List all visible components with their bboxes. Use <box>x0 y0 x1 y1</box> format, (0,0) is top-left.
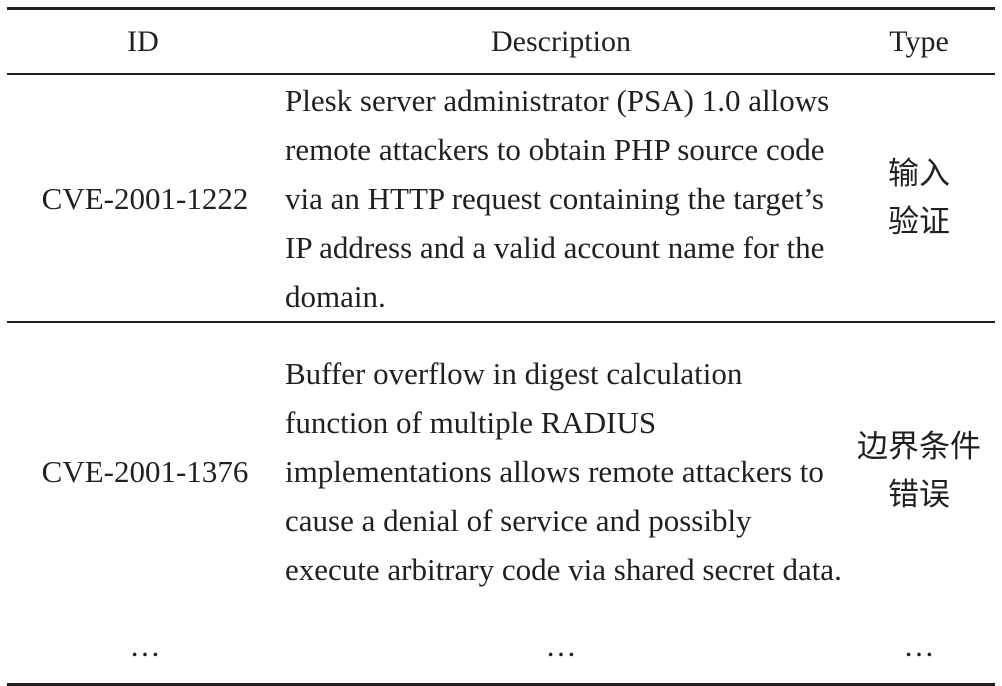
table-row: CVE-2001-1376 Buffer overflow in digest … <box>7 322 995 619</box>
table-header: ID Description Type <box>7 8 995 74</box>
type-text: 输入验证 <box>888 156 950 239</box>
table-row: … … … <box>7 619 995 685</box>
description-text: Plesk server administrator (PSA) 1.0 all… <box>285 82 830 314</box>
header-description: Description <box>491 24 631 58</box>
cell-id: CVE-2001-1222 <box>41 180 249 216</box>
cve-table-container: ID Description Type CVE-2001-1222 Plesk … <box>7 7 995 686</box>
header-type: Type <box>889 24 949 58</box>
table-body: CVE-2001-1222 Plesk server administrator… <box>7 74 995 685</box>
cell-description: Buffer overflow in digest calculation fu… <box>279 322 843 619</box>
cell-description: Plesk server administrator (PSA) 1.0 all… <box>279 74 843 322</box>
cell-type: … <box>903 628 935 663</box>
header-id: ID <box>127 24 159 58</box>
header-row: ID Description Type <box>7 8 995 74</box>
table-row: CVE-2001-1222 Plesk server administrator… <box>7 74 995 322</box>
description-text: Buffer overflow in digest calculation fu… <box>285 355 842 587</box>
cell-description: … <box>545 628 577 663</box>
cell-type: 输入验证 <box>843 74 995 322</box>
cve-table: ID Description Type CVE-2001-1222 Plesk … <box>7 7 995 686</box>
cell-type: 边界条件错误 <box>843 322 995 619</box>
cell-id: … <box>129 628 161 663</box>
cell-id: CVE-2001-1376 <box>41 453 249 489</box>
type-text: 边界条件错误 <box>857 429 981 512</box>
